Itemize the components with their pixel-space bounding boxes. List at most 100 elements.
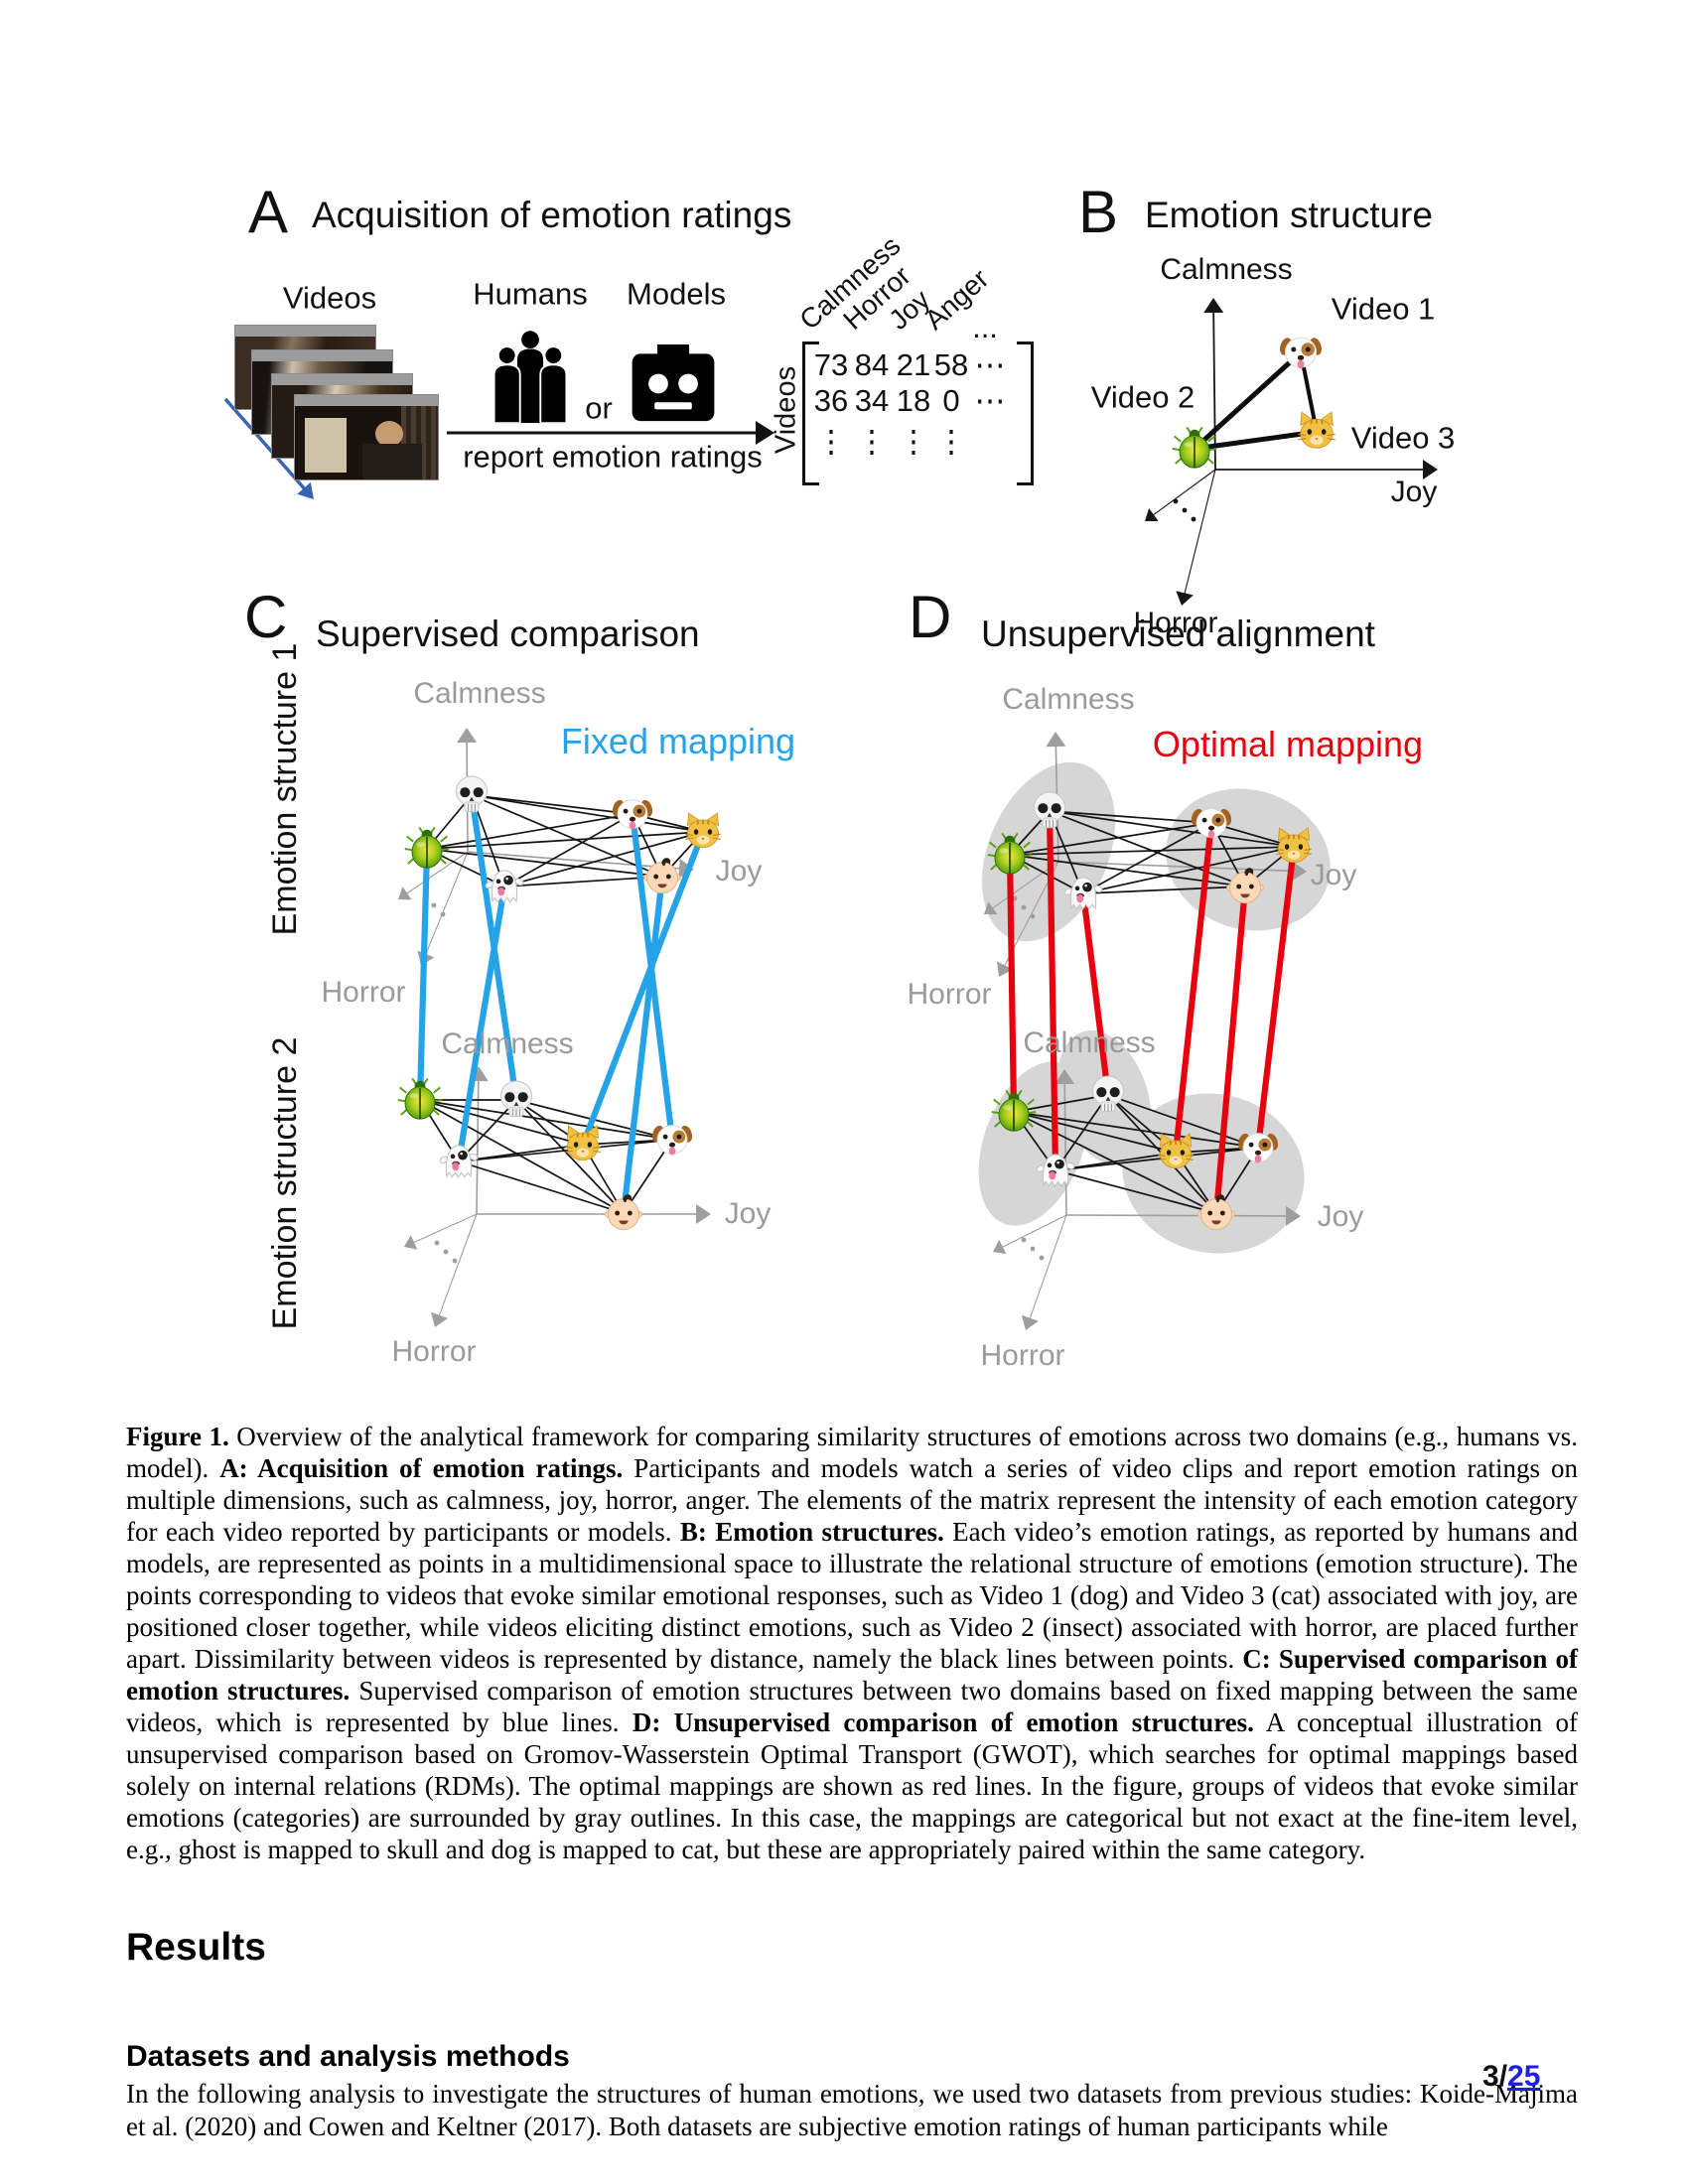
extra-dim-axis-head bbox=[1145, 508, 1159, 521]
axis-label-joy: Joy bbox=[1317, 1200, 1364, 1233]
dissimilarity-edge bbox=[515, 1099, 584, 1146]
emotion-structure-2-label: Emotion structure 2 bbox=[266, 1036, 304, 1330]
dissimilarity-edge bbox=[471, 794, 663, 878]
matrix-cell: ⋮ bbox=[815, 424, 847, 459]
extra-dim-axis-head bbox=[398, 887, 412, 900]
dissimilarity-edge bbox=[471, 794, 633, 815]
dissimilarity-edge bbox=[458, 1160, 625, 1214]
figure-caption: Figure 1. Overview of the analytical fra… bbox=[126, 1421, 1578, 1865]
ellipsis-dot bbox=[452, 1258, 458, 1264]
horror-axis bbox=[424, 851, 469, 957]
dissimilarity-edge bbox=[503, 876, 663, 887]
matrix-cell: ⋮ bbox=[856, 424, 888, 459]
dissimilarity-edge bbox=[426, 813, 633, 850]
page-total-link[interactable]: 25 bbox=[1507, 2060, 1541, 2093]
horror-axis bbox=[438, 1213, 478, 1317]
video-sequence-arrow bbox=[223, 397, 307, 491]
ellipsis-dot bbox=[1182, 507, 1188, 513]
video-label: Video 2 bbox=[1090, 379, 1196, 415]
mapping-line bbox=[1254, 843, 1298, 1152]
fixed-mapping-label: Fixed mapping bbox=[560, 721, 796, 761]
panel-a-label: A bbox=[248, 179, 289, 245]
calmness-axis-head bbox=[1203, 298, 1224, 314]
calmness-axis-head bbox=[1055, 1069, 1075, 1085]
horror-axis bbox=[1029, 1214, 1067, 1320]
ellipsis-dot bbox=[440, 911, 446, 917]
page-separator: / bbox=[1498, 2060, 1508, 2093]
ellipsis-dot bbox=[1039, 1255, 1045, 1261]
dissimilarity-edge bbox=[1009, 822, 1212, 856]
matrix-col-header-ellipsis: ... bbox=[972, 310, 998, 344]
calmness-axis bbox=[1063, 1081, 1067, 1216]
horror-axis-head bbox=[1021, 1314, 1039, 1330]
calmness-axis-head bbox=[457, 728, 478, 744]
videos-stack-label: Videos bbox=[282, 280, 377, 316]
dissimilarity-edge bbox=[1009, 846, 1295, 856]
axis-label-calmness: Calmness bbox=[1160, 253, 1293, 286]
caption-bold-segment: C: Supervised comparison of emotion stru… bbox=[126, 1644, 1578, 1706]
models-label: Models bbox=[627, 276, 726, 312]
optimal-mapping-label: Optimal mapping bbox=[1152, 724, 1424, 764]
matrix-cell: 73 bbox=[813, 347, 849, 382]
video-sequence-arrow-head bbox=[297, 481, 314, 499]
matrix-cell: 21 bbox=[896, 347, 931, 382]
matrix-cell: 84 bbox=[854, 347, 890, 382]
axis-label-horror: Horror bbox=[1133, 607, 1218, 639]
mapping-line bbox=[455, 883, 508, 1165]
dissimilarity-edge bbox=[1049, 810, 1246, 887]
ellipsis-dot bbox=[443, 1249, 449, 1255]
mapping-line bbox=[1212, 883, 1249, 1217]
joy-axis-head bbox=[1291, 861, 1307, 882]
matrix-cell: 0 bbox=[942, 383, 960, 418]
extra-dim-axis bbox=[405, 851, 469, 895]
matrix-cell: ⋯ bbox=[974, 347, 1006, 382]
axis-label-joy: Joy bbox=[1310, 859, 1357, 891]
caption-bold-segment: B: Emotion structures. bbox=[679, 1517, 944, 1547]
calmness-axis bbox=[466, 740, 469, 853]
axis-label-horror: Horror bbox=[321, 976, 406, 1009]
video-label: Video 3 bbox=[1350, 420, 1456, 456]
joy-axis bbox=[1065, 1214, 1289, 1217]
report-ratings-arrow-head bbox=[756, 421, 774, 445]
page-number: 3/25 bbox=[1482, 2062, 1540, 2092]
dissimilarity-edge bbox=[1082, 886, 1246, 894]
dissimilarity-edge bbox=[458, 1139, 673, 1162]
dissimilarity-edge bbox=[471, 794, 704, 833]
mapping-line bbox=[579, 828, 707, 1149]
ellipsis-dot bbox=[1021, 1237, 1027, 1243]
or-label: or bbox=[585, 390, 613, 426]
caption-bold-segment: A: Acquisition of emotion ratings. bbox=[219, 1453, 624, 1483]
panel-d-label: D bbox=[909, 584, 952, 650]
dissimilarity-edge bbox=[1049, 810, 1212, 824]
matrix-cell: ⋯ bbox=[974, 383, 1006, 418]
dissimilarity-edge bbox=[503, 831, 704, 887]
extra-dim-axis bbox=[1000, 1214, 1067, 1249]
panel-c-label: C bbox=[244, 584, 288, 650]
humans-label: Humans bbox=[473, 276, 588, 312]
panel-d-title: Unsupervised alignment bbox=[981, 614, 1375, 654]
panel-a-title: Acquisition of emotion ratings bbox=[312, 195, 792, 235]
page-current: 3 bbox=[1482, 2060, 1499, 2093]
caption-bold-segment: Figure 1. bbox=[126, 1422, 229, 1451]
mapping-line bbox=[416, 845, 431, 1104]
dissimilarity-edge bbox=[426, 848, 663, 878]
matrix-cell: 34 bbox=[854, 383, 890, 418]
axis-label-horror: Horror bbox=[907, 978, 992, 1011]
extra-dim-axis bbox=[411, 1213, 478, 1244]
emotion-structure-1-label: Emotion structure 1 bbox=[266, 642, 304, 936]
axis-label-joy: Joy bbox=[1390, 476, 1438, 508]
ellipsis-dot bbox=[434, 1240, 440, 1246]
matrix-left-bracket bbox=[802, 341, 819, 485]
axis-label-calmness: Calmness bbox=[1002, 683, 1135, 716]
matrix-rows-label: Videos bbox=[770, 365, 802, 455]
horror-axis-head bbox=[996, 961, 1013, 977]
extra-dim-axis-head bbox=[984, 901, 998, 915]
matrix-cell: ⋮ bbox=[935, 424, 967, 459]
humans-icon bbox=[489, 329, 572, 425]
ellipsis-dot bbox=[1191, 516, 1196, 522]
dissimilarity-edge bbox=[1107, 1094, 1259, 1149]
extra-dim-axis-head bbox=[404, 1235, 418, 1250]
matrix-cell: 58 bbox=[933, 347, 969, 382]
mapping-line bbox=[1079, 889, 1112, 1099]
